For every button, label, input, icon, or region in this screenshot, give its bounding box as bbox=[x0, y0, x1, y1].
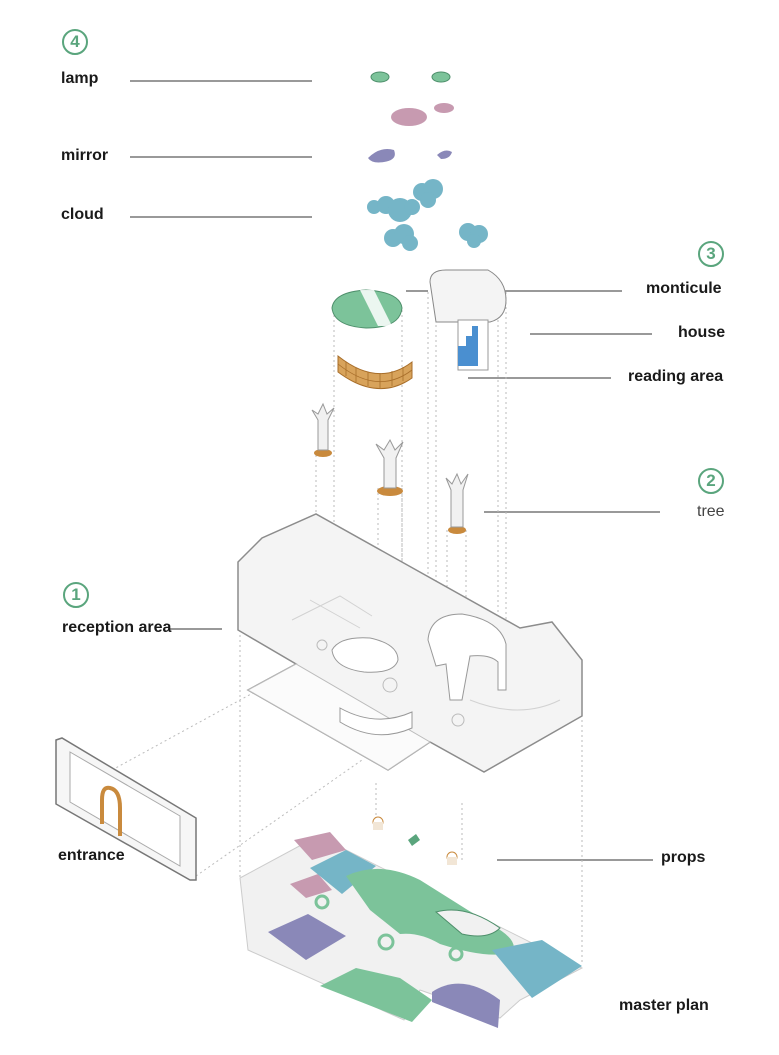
leader-lines bbox=[130, 80, 660, 861]
prop-icon bbox=[372, 816, 384, 830]
label-lamp: lamp bbox=[61, 70, 99, 87]
section-number-3: 3 bbox=[698, 241, 724, 267]
layer-4-objects bbox=[367, 71, 488, 251]
lamp-icon bbox=[370, 71, 390, 83]
tree-icon bbox=[311, 402, 335, 457]
reception-floor-shell bbox=[237, 513, 583, 773]
section-number-4: 4 bbox=[62, 29, 88, 55]
label-reception-area: reception area bbox=[62, 619, 172, 636]
house-icon bbox=[429, 269, 507, 323]
label-house: house bbox=[678, 324, 726, 341]
entrance-arch-icon bbox=[100, 785, 122, 836]
label-entrance: entrance bbox=[58, 847, 125, 864]
lamp-icon bbox=[391, 108, 427, 126]
master-plan bbox=[239, 816, 584, 1028]
lamp-icon bbox=[431, 71, 451, 83]
label-master-plan: master plan bbox=[619, 997, 709, 1014]
tree-icon bbox=[375, 438, 404, 496]
prop-icon bbox=[446, 851, 458, 865]
section-number-1: 1 bbox=[63, 582, 89, 608]
label-reading-area: reading area bbox=[628, 368, 724, 385]
label-props: props bbox=[661, 849, 706, 866]
staircase-icon bbox=[458, 326, 478, 366]
label-tree: tree bbox=[697, 503, 725, 520]
entrance-panel bbox=[55, 737, 197, 881]
cloud-icon bbox=[459, 223, 488, 248]
label-mirror: mirror bbox=[61, 147, 109, 164]
mirror-icon bbox=[368, 149, 395, 163]
bookshelf-wall-icon bbox=[337, 354, 413, 390]
section-number-2: 2 bbox=[698, 468, 724, 494]
trees bbox=[311, 402, 469, 534]
cloud-icon bbox=[413, 179, 443, 208]
layer-3-objects bbox=[331, 269, 507, 390]
cloud-icon bbox=[384, 224, 418, 251]
tree-icon bbox=[445, 472, 469, 534]
lamp-icon bbox=[434, 103, 454, 113]
mirror-icon bbox=[437, 150, 452, 159]
prop-icon bbox=[408, 834, 420, 846]
cloud-icon bbox=[367, 196, 420, 222]
label-monticule: monticule bbox=[646, 280, 722, 297]
label-cloud: cloud bbox=[61, 206, 104, 223]
